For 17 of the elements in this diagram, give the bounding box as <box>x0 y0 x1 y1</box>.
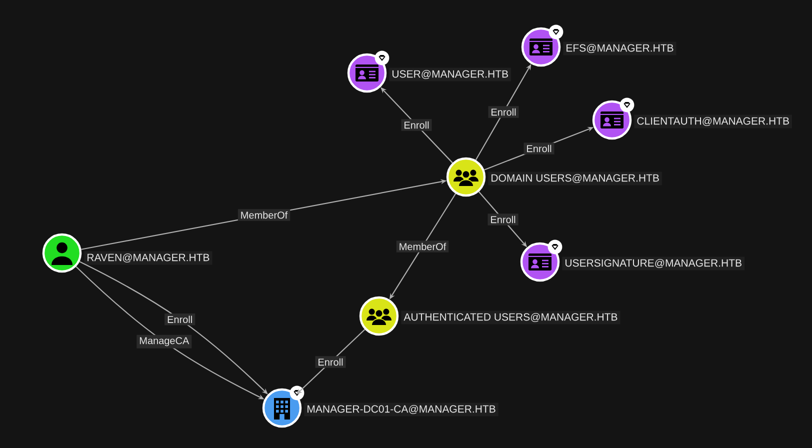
node-label: CLIENTAUTH@MANAGER.HTB <box>634 114 792 128</box>
node-label: DOMAIN USERS@MANAGER.HTB <box>488 172 662 186</box>
edge-label: Enroll <box>488 214 518 226</box>
node-label: EFS@MANAGER.HTB <box>563 42 676 56</box>
edge-label: Enroll <box>164 314 196 326</box>
edge-label: MemberOf <box>396 240 449 252</box>
node-label: USER@MANAGER.HTB <box>389 68 512 82</box>
edge-label: Enroll <box>315 356 346 368</box>
edge-label: Enroll <box>401 119 432 131</box>
node-label: MANAGER-DC01-CA@MANAGER.HTB <box>304 402 498 416</box>
node-label: AUTHENTICATED USERS@MANAGER.HTB <box>401 310 620 324</box>
edge-label: Enroll <box>488 106 519 118</box>
edge-label: ManageCA <box>136 334 192 348</box>
edge-label: Enroll <box>524 142 554 154</box>
edge-label: MemberOf <box>238 209 290 221</box>
node-label: RAVEN@MANAGER.HTB <box>84 251 212 265</box>
node-label: USERSIGNATURE@MANAGER.HTB <box>562 256 745 270</box>
